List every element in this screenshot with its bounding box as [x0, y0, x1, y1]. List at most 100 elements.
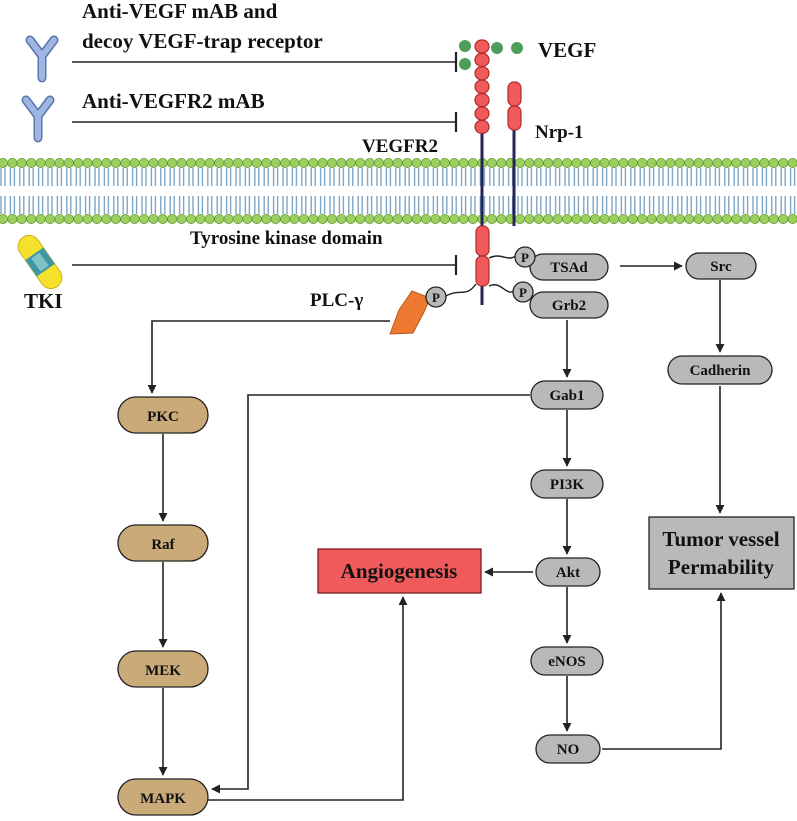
inhibition-anti-vegfr2: [72, 112, 458, 132]
lipid-head: [392, 157, 403, 168]
lipid-head: [185, 213, 196, 224]
lipid-head: [524, 157, 535, 168]
svg-text:MAPK: MAPK: [140, 791, 186, 807]
lipid-head: [533, 157, 544, 168]
membrane-heads: [0, 157, 797, 224]
lipid-head: [289, 157, 300, 168]
lipid-head: [703, 157, 714, 168]
lipid-head: [571, 213, 582, 224]
lipid-head: [693, 157, 704, 168]
lipid-head: [693, 213, 704, 224]
lipid-head: [430, 213, 441, 224]
lipid-head: [101, 157, 112, 168]
lipid-head: [364, 213, 375, 224]
phospho-tsad: P: [514, 246, 536, 268]
lipid-head: [402, 213, 413, 224]
lipid-head: [449, 157, 460, 168]
lipid-head: [242, 157, 253, 168]
lipid-head: [129, 213, 140, 224]
lipid-head: [402, 157, 413, 168]
lipid-head: [373, 213, 384, 224]
lipid-head: [703, 213, 714, 224]
tk-domain-lower: [475, 255, 490, 287]
lipid-head: [26, 213, 37, 224]
lipid-head: [129, 157, 140, 168]
lipid-head: [73, 213, 84, 224]
lipid-head: [73, 157, 84, 168]
lipid-head: [543, 157, 554, 168]
lipid-head: [759, 213, 770, 224]
svg-text:P: P: [432, 290, 440, 305]
lipid-head: [101, 213, 112, 224]
lipid-head: [279, 157, 290, 168]
lipid-head: [618, 213, 629, 224]
svg-text:Grb2: Grb2: [552, 298, 586, 314]
lipid-head: [214, 213, 225, 224]
lipid-head: [232, 213, 243, 224]
lipid-head: [157, 157, 168, 168]
lipid-head: [486, 213, 497, 224]
node-src: Src: [685, 252, 757, 280]
lipid-head: [345, 157, 356, 168]
lipid-head: [279, 213, 290, 224]
anti-vegf-antibody-icon: [25, 35, 59, 83]
vegfr2-ig-domain: [474, 119, 490, 135]
lipid-head: [467, 157, 478, 168]
lipid-head: [787, 214, 797, 224]
lipid-head: [524, 213, 535, 224]
node-mek: MEK: [117, 650, 209, 688]
lipid-head: [176, 157, 187, 168]
lipid-head: [712, 213, 723, 224]
vegfr2-label: VEGFR2: [362, 136, 438, 157]
lipid-head: [167, 213, 178, 224]
lipid-head: [533, 213, 544, 224]
tki-label: TKI: [24, 289, 63, 313]
lipid-head: [242, 213, 253, 224]
phospho-plc: P: [425, 286, 447, 308]
lipid-head: [420, 157, 431, 168]
lipid-head: [336, 157, 347, 168]
lipid-head: [167, 157, 178, 168]
lipid-head: [364, 157, 375, 168]
vegfr2-ig-domain: [474, 52, 490, 68]
nrp1-receptor: [507, 81, 522, 226]
membrane-tails: [0, 168, 796, 214]
lipid-head: [778, 213, 789, 224]
lipid-head: [740, 157, 751, 168]
vegfr2-ig-domain: [474, 106, 490, 121]
lipid-head: [138, 157, 149, 168]
lipid-head: [63, 213, 74, 224]
lipid-head: [223, 157, 234, 168]
lipid-head: [721, 213, 732, 224]
lipid-head: [35, 213, 46, 224]
linker-grb2: [488, 284, 517, 293]
lipid-head: [571, 157, 582, 168]
tumor-vessel-permeability-box: Tumor vessel Permability: [648, 516, 795, 590]
lipid-head: [609, 157, 620, 168]
svg-text:Raf: Raf: [151, 537, 175, 553]
node-pkc: PKC: [117, 396, 209, 434]
node-akt: Akt: [535, 557, 601, 587]
svg-text:Src: Src: [710, 259, 732, 275]
vegf-dot: [459, 58, 471, 70]
lipid-head: [768, 213, 779, 224]
svg-text:Cadherin: Cadherin: [690, 363, 752, 379]
svg-text:Akt: Akt: [556, 565, 580, 581]
lipid-head: [82, 157, 93, 168]
lipid-head: [326, 157, 337, 168]
inhibition-anti-vegf: [72, 52, 458, 72]
nrp1-domain: [507, 105, 522, 131]
vegf-label: VEGF: [538, 38, 596, 62]
lipid-head: [251, 157, 262, 168]
vegfr2-ig-domain: [474, 79, 490, 94]
lipid-head: [439, 213, 450, 224]
lipid-head: [195, 213, 206, 224]
lipid-head: [515, 213, 526, 224]
lipid-head: [298, 213, 309, 224]
lipid-head: [298, 157, 309, 168]
lipid-head: [449, 213, 460, 224]
lipid-head: [684, 157, 695, 168]
lipid-head: [383, 213, 394, 224]
lipid-head: [92, 213, 103, 224]
vegfr2-ig-domain: [474, 66, 490, 81]
